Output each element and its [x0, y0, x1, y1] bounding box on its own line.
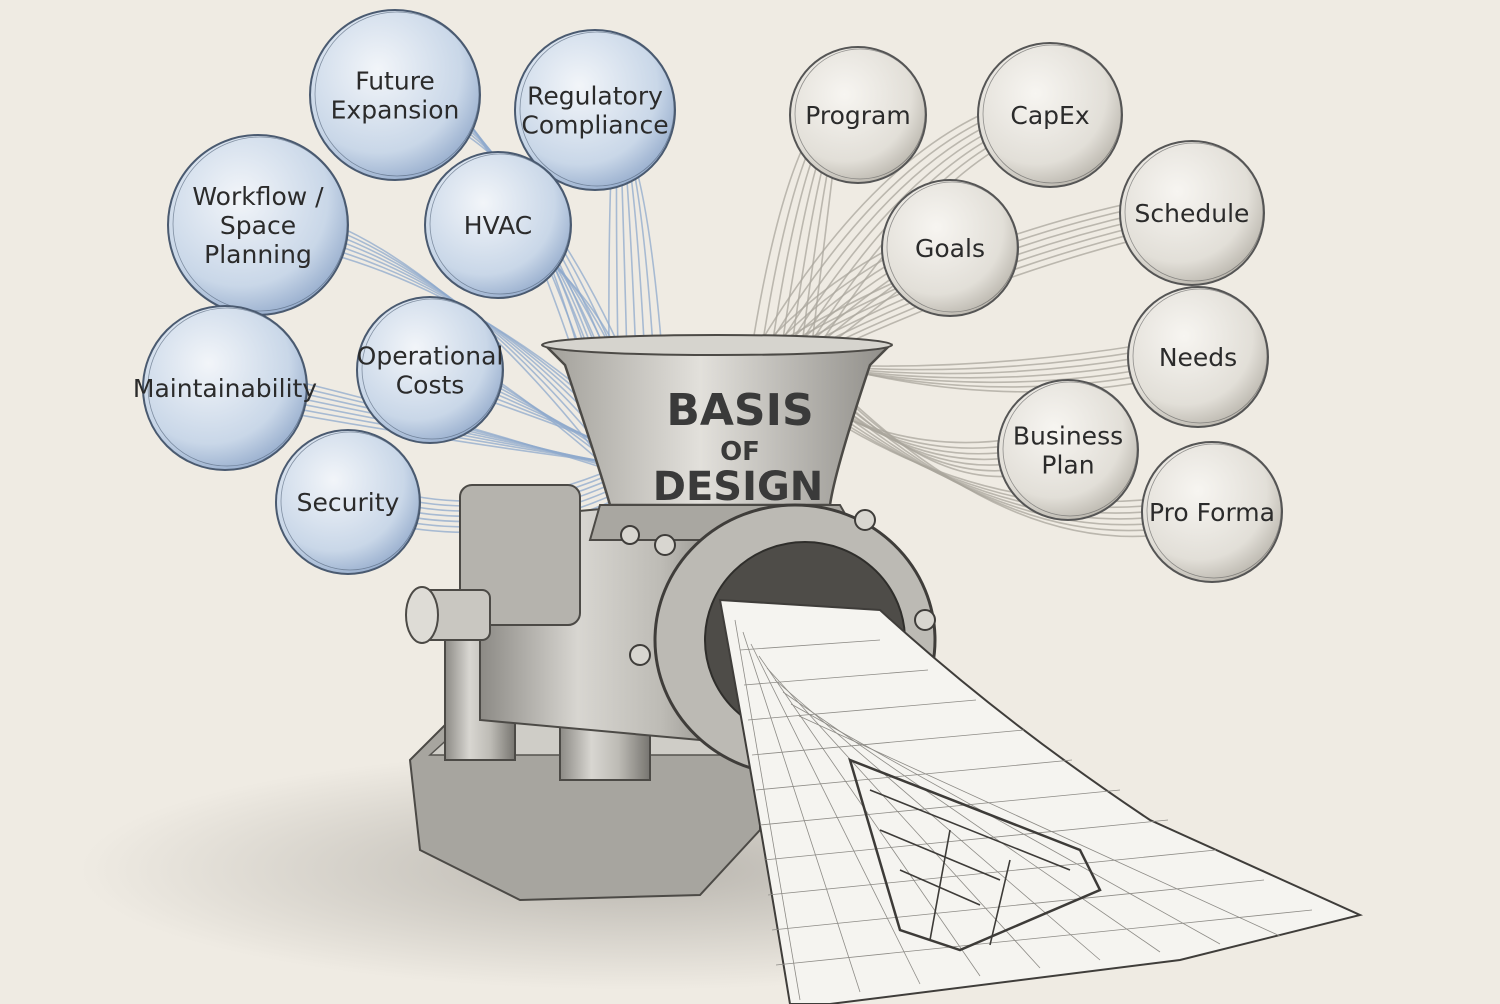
bubble-hvac: HVAC	[424, 151, 572, 299]
grid-line	[782, 691, 1161, 953]
bubble-label-workflow-space-planning: Planning	[204, 240, 312, 269]
bubble-label-operational-costs: Operational	[357, 342, 504, 371]
bubble-needs: Needs	[1127, 286, 1269, 428]
bubble-label-workflow-space-planning: Space	[220, 211, 296, 240]
bubble-label-business-plan: Plan	[1041, 451, 1094, 480]
bubble-label-goals: Goals	[915, 234, 985, 263]
bolt	[629, 644, 651, 666]
bubble-security: Security	[275, 429, 421, 575]
bubble-label-business-plan: Business	[1013, 422, 1123, 451]
bubble-sketch-outline	[172, 136, 348, 312]
bubble-circle	[424, 151, 572, 299]
bolt	[654, 534, 676, 556]
grid-line	[734, 619, 801, 1001]
bubble-pro-forma: Pro Forma	[1141, 441, 1283, 583]
grid-line	[750, 643, 921, 985]
blueprint-output	[718, 598, 1364, 1004]
grid-line	[743, 669, 929, 686]
blueprint-sheet	[718, 598, 1364, 1004]
bubble-maintainability: Maintainability	[133, 305, 317, 471]
crank-cap	[405, 586, 439, 644]
bubble-circle	[1141, 441, 1283, 583]
bubble-label-hvac: HVAC	[464, 211, 532, 240]
grid-line	[747, 699, 977, 721]
bubble-program: Program	[789, 46, 927, 184]
grid-line	[763, 819, 1169, 861]
bubble-sketch-outline	[280, 431, 420, 571]
grid-line	[739, 639, 881, 651]
hopper-rim	[541, 334, 893, 356]
bolt	[914, 609, 936, 631]
grid-line	[751, 729, 1025, 756]
bolt	[854, 509, 876, 531]
bubble-sketch-outline	[519, 31, 675, 187]
bubble-circle	[309, 9, 481, 181]
grid-line	[759, 789, 1121, 826]
bubble-label-regulatory-compliance: Compliance	[521, 111, 668, 140]
gear-housing	[459, 484, 581, 626]
bubble-label-future-expansion: Expansion	[331, 96, 460, 125]
bubble-label-schedule: Schedule	[1135, 199, 1250, 228]
bubble-sketch-outline	[147, 307, 307, 467]
bubble-label-maintainability: Maintainability	[133, 374, 317, 403]
bubble-circle	[1119, 140, 1265, 286]
bubble-label-security: Security	[297, 488, 400, 517]
bubble-label-pro-forma: Pro Forma	[1149, 498, 1275, 527]
bolt	[620, 525, 640, 545]
bubble-label-future-expansion: Future	[355, 67, 435, 96]
grid-line	[771, 879, 1265, 931]
bubble-sketch-outline	[794, 48, 926, 180]
bubble-circle	[997, 379, 1139, 521]
bubble-sketch-outline	[429, 153, 571, 295]
blueprint-floorplan-walls	[869, 789, 1071, 946]
bubble-capex: CapEx	[977, 42, 1123, 188]
bubble-sketch-outline	[982, 44, 1122, 184]
grid-line	[767, 849, 1217, 896]
grid-line	[766, 667, 1041, 969]
hopper-label-of: OF	[720, 437, 760, 467]
blueprint-floorplan	[848, 757, 1102, 952]
grid-line	[790, 703, 1221, 945]
bubble-sketch-outline	[1146, 443, 1282, 579]
hopper-label-design: DESIGN	[653, 464, 824, 510]
bubble-sketch-outline	[1002, 381, 1138, 517]
bubble-label-capex: CapEx	[1010, 101, 1089, 130]
hopper-label-basis: BASIS	[666, 385, 813, 436]
bubble-circle	[1127, 286, 1269, 428]
grid-line	[775, 909, 1313, 966]
bubble-schedule: Schedule	[1119, 140, 1265, 286]
bubble-label-workflow-space-planning: Workflow /	[192, 182, 324, 211]
grid-line	[758, 655, 981, 977]
blueprint-grid	[734, 619, 1313, 1001]
bubble-label-regulatory-compliance: Regulatory	[527, 82, 663, 111]
bubble-circle	[356, 296, 504, 444]
bubble-sketch-outline	[361, 298, 503, 440]
bubble-circle	[142, 305, 308, 471]
bubble-sketch-outline	[314, 11, 480, 177]
bubble-circle	[881, 179, 1019, 317]
bubble-label-needs: Needs	[1159, 343, 1237, 372]
bubble-circle	[977, 42, 1123, 188]
bubble-label-program: Program	[805, 101, 910, 130]
bubble-label-operational-costs: Costs	[396, 371, 465, 400]
bubble-circle	[514, 29, 676, 191]
bubble-circle	[789, 46, 927, 184]
bubble-circle	[275, 429, 421, 575]
bubble-sketch-outline	[886, 181, 1018, 313]
grid-line	[742, 631, 861, 993]
grid-line	[755, 759, 1073, 791]
bubble-goals: Goals	[881, 179, 1019, 317]
grid-line	[798, 715, 1281, 937]
stream-line-pro-forma	[809, 359, 1192, 538]
bubble-sketch-outline	[1124, 142, 1264, 282]
bubble-sketch-outline	[1132, 288, 1268, 424]
